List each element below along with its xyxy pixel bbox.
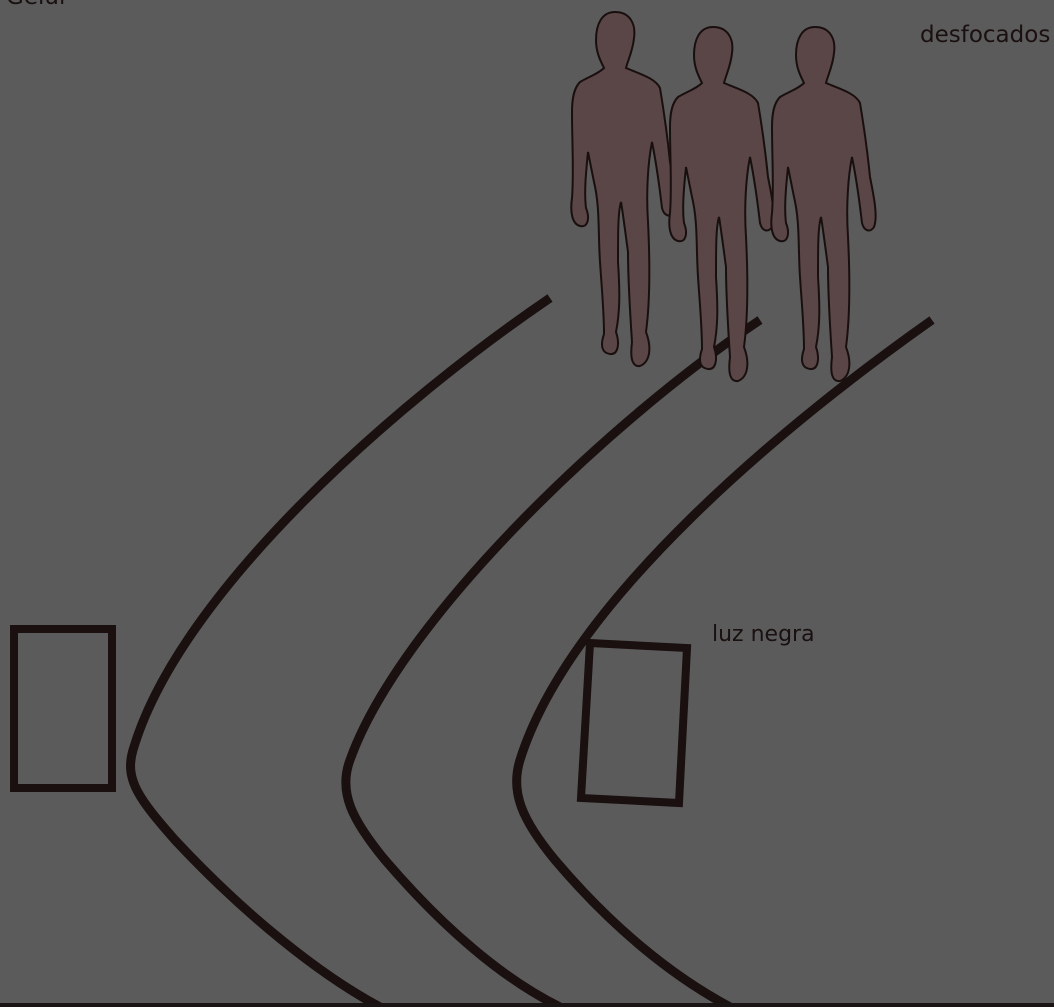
path-lines xyxy=(131,298,932,1007)
rectangle-left xyxy=(14,629,112,788)
curved-line-right xyxy=(517,320,932,1007)
curved-line-left xyxy=(131,298,550,1007)
person-silhouette-icon xyxy=(771,27,875,381)
people-group xyxy=(571,12,875,381)
person-silhouette-icon xyxy=(669,27,773,381)
label-top-left: Gelul xyxy=(6,0,65,9)
label-luz-negra: luz negra xyxy=(712,624,815,646)
label-desfocados: desfocados xyxy=(920,24,1050,47)
rectangle-right-tilted xyxy=(581,643,687,803)
person-silhouette-icon xyxy=(571,12,675,366)
curved-line-middle xyxy=(346,320,760,1007)
bottom-border xyxy=(0,1003,1054,1007)
